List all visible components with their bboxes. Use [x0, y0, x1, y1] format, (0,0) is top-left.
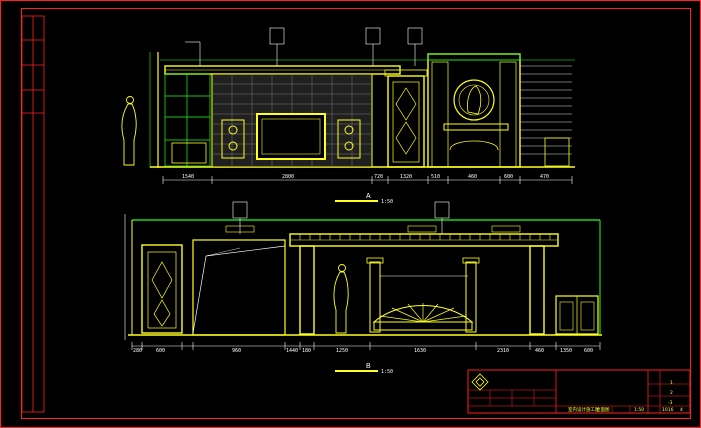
drawing-label: 立面图	[596, 406, 610, 413]
project-label: 室内设计施工图	[568, 406, 600, 413]
drawing-border	[21, 8, 691, 419]
dim-b-8: 2310	[497, 348, 509, 354]
dimension-line-a	[162, 176, 573, 184]
dim-a-3: 720	[374, 174, 383, 180]
pergola-beam	[289, 233, 559, 335]
elevation-a-scale: 1:50	[381, 199, 393, 205]
cabinet-b	[555, 295, 599, 335]
columns-b	[366, 257, 480, 333]
dim-b-7: 1630	[414, 348, 426, 354]
drawing-number: 1016	[662, 407, 674, 413]
dim-a-6: 460	[468, 174, 477, 180]
title-block: 1 2 -3 室内设计施工图 立面图 1:50 1016 4	[467, 369, 691, 414]
elevation-a: 1540 2800 720 1320 510 460 600 470 A 1:5…	[121, 27, 575, 205]
dim-a-4: 1320	[400, 174, 412, 180]
leader-tags-b	[232, 201, 450, 234]
elevation-a-label: A	[366, 193, 371, 200]
dim-b-10: 1350	[560, 348, 572, 354]
dim-b-4: 1440	[286, 348, 298, 354]
title-field-1: 1	[670, 380, 673, 386]
decorative-door-a	[387, 75, 425, 168]
sheet-number: 4	[680, 407, 683, 413]
cabinet-low	[171, 142, 207, 164]
wall-section-hatch	[520, 65, 572, 155]
dim-a-8: 470	[540, 174, 549, 180]
elevation-b-scale: 1:50	[381, 369, 393, 375]
title-field-3: -3	[668, 400, 673, 406]
dim-a-1: 1540	[182, 174, 194, 180]
decorative-door-b	[141, 244, 183, 334]
dim-a-7: 600	[504, 174, 513, 180]
speaker-right	[337, 119, 361, 159]
dimension-line-b	[131, 342, 601, 350]
dim-b-3: 960	[232, 348, 241, 354]
pergola-dentils	[299, 234, 551, 240]
statue-a	[121, 103, 137, 166]
dim-a-2: 2800	[282, 174, 294, 180]
wall-opening	[192, 239, 286, 336]
dim-b-2: 600	[156, 348, 165, 354]
title-scale: 1:50	[634, 407, 644, 413]
speaker-left	[221, 119, 245, 159]
dim-b-5: 180	[302, 348, 311, 354]
leader-tags-a	[185, 27, 423, 66]
dim-b-9: 460	[535, 348, 544, 354]
firm-logo	[471, 373, 489, 391]
statue-b	[333, 271, 349, 334]
binding-strip	[21, 15, 45, 413]
tv-screen	[256, 113, 326, 160]
arch-niche	[427, 53, 521, 168]
dim-b-6: 1250	[336, 348, 348, 354]
shelving-unit	[164, 73, 211, 167]
fan-basin	[372, 303, 474, 331]
title-field-2: 2	[670, 390, 673, 396]
elevation-b: 280 600 960 1440 180 1250 1630 2310 460 …	[124, 201, 602, 375]
elevation-b-label: B	[366, 363, 371, 370]
dim-a-5: 510	[431, 174, 440, 180]
dim-b-11: 600	[584, 348, 593, 354]
dim-b-1: 280	[133, 348, 142, 354]
